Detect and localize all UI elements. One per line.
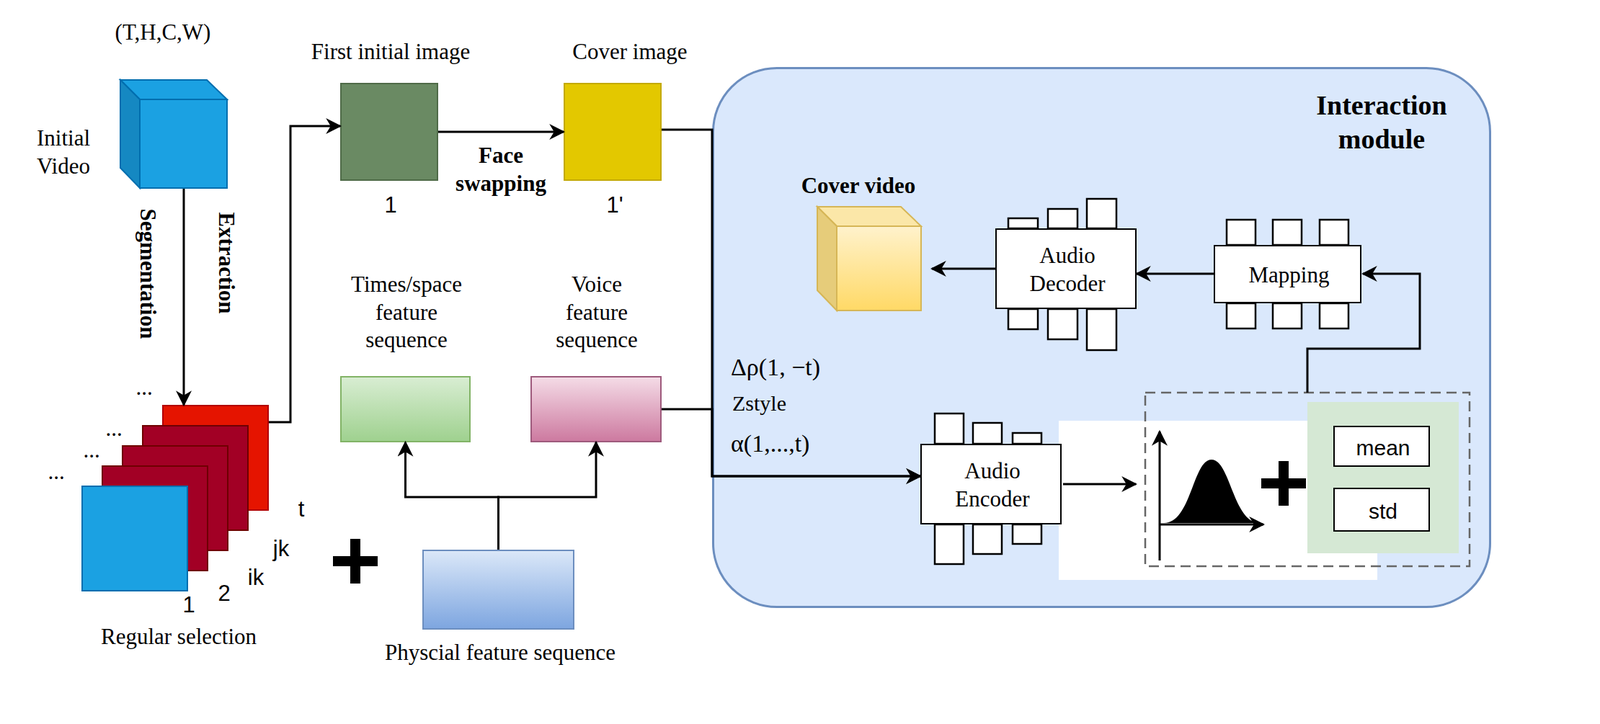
- layer-bar: [1086, 309, 1117, 351]
- connector: [183, 188, 186, 406]
- node-box: mean: [1333, 425, 1430, 468]
- text-label: ...: [47, 458, 65, 487]
- layer-bar: [1008, 218, 1038, 229]
- layer-bar: [1047, 209, 1078, 229]
- stats-panel: [1307, 402, 1459, 554]
- layer-bar: [972, 524, 1002, 555]
- node-label: Cover video: [764, 172, 953, 201]
- node-box: Physcial feature sequence: [422, 549, 575, 630]
- connector: [405, 442, 499, 550]
- layer-bar: [1272, 219, 1302, 246]
- cube-icon: [119, 79, 228, 189]
- text-label: ...: [105, 415, 122, 444]
- node-box: Audio Encoder: [920, 443, 1062, 525]
- node-label: Times/space feature sequence: [341, 270, 472, 355]
- node-label: Interaction module: [1291, 88, 1472, 158]
- cube-side: [817, 206, 837, 311]
- node-box: Interaction moduleCover videoAudio Decod…: [712, 67, 1492, 609]
- layer-bar: [1319, 303, 1349, 329]
- node-label: Regular selection: [63, 623, 295, 652]
- layer-bar: [1226, 303, 1256, 329]
- node-label: mean: [1338, 434, 1428, 462]
- layer-bar: [1272, 303, 1302, 329]
- plus-bar: [350, 539, 361, 584]
- text-label: Extraction: [212, 211, 241, 314]
- axis: [1159, 523, 1264, 527]
- cube-front: [836, 226, 922, 311]
- layer-bar: [1319, 219, 1349, 246]
- flow-arrow: [1063, 483, 1136, 486]
- node-label: Cover image: [536, 38, 724, 67]
- cube-icon: [816, 206, 922, 312]
- text-label: Zstyle: [732, 389, 787, 418]
- connector: [438, 131, 564, 134]
- node-label: 1': [593, 191, 637, 220]
- layer-bar: [972, 423, 1002, 444]
- layer-bar: [934, 413, 964, 444]
- text-label: ...: [135, 374, 153, 403]
- axis: [1158, 431, 1162, 561]
- node-label: Mapping: [1220, 261, 1358, 290]
- node-box: Voice feature sequence: [530, 376, 662, 443]
- node-label: First initial image: [271, 38, 510, 67]
- connector: [498, 442, 597, 550]
- dashed-group: [1145, 392, 1470, 567]
- node-box: std: [1333, 487, 1430, 532]
- layer-bar: [1012, 524, 1042, 545]
- layer-bar: [1226, 219, 1256, 246]
- layer-bar: [1047, 309, 1078, 340]
- node-label: Voice feature sequence: [542, 270, 651, 355]
- cube-front: [139, 99, 228, 189]
- text-label: t: [298, 495, 305, 524]
- connector: [661, 409, 921, 477]
- node-label: std: [1338, 498, 1428, 526]
- node-box: Times/space feature sequence: [340, 376, 471, 443]
- text-label: α(1,...,t): [730, 428, 810, 460]
- node-label: Initial Video: [23, 124, 104, 181]
- text-label: Segmentation: [134, 209, 163, 340]
- node-box: Mapping: [1213, 245, 1362, 304]
- node-label: Audio Decoder: [1002, 242, 1133, 299]
- node-label: 1: [372, 191, 409, 220]
- layer-bar: [1008, 309, 1038, 330]
- layer-bar: [1086, 198, 1117, 229]
- layer-bar: [1012, 433, 1042, 444]
- text-label: 2: [217, 580, 230, 609]
- node-box: First initial image1: [340, 82, 439, 181]
- node-box: Initial Video: [119, 79, 228, 189]
- text-label: ik: [247, 564, 264, 593]
- text-label: Δρ(1, −t): [730, 352, 821, 384]
- text-label: 1: [182, 591, 195, 620]
- connector: [268, 126, 341, 423]
- connector: [931, 268, 996, 271]
- edge-label: Face swapping: [439, 141, 563, 199]
- node-label: Physcial feature sequence: [334, 639, 666, 668]
- connector: [1136, 273, 1214, 276]
- connector: [661, 129, 921, 477]
- cube-side: [120, 80, 140, 189]
- text-label: ...: [82, 436, 100, 465]
- bell-curve: [1163, 459, 1260, 524]
- plus-bar: [1278, 461, 1289, 506]
- node-label: Audio Encoder: [927, 457, 1058, 514]
- node-box: Cover image1': [563, 82, 662, 181]
- layer-bar: [934, 524, 964, 565]
- video-frame: [82, 486, 188, 591]
- text-label: (T,H,C,W): [115, 18, 212, 47]
- node-box: Cover video: [816, 206, 922, 312]
- node-box: Audio Decoder: [995, 228, 1137, 310]
- text-label: jk: [273, 535, 290, 564]
